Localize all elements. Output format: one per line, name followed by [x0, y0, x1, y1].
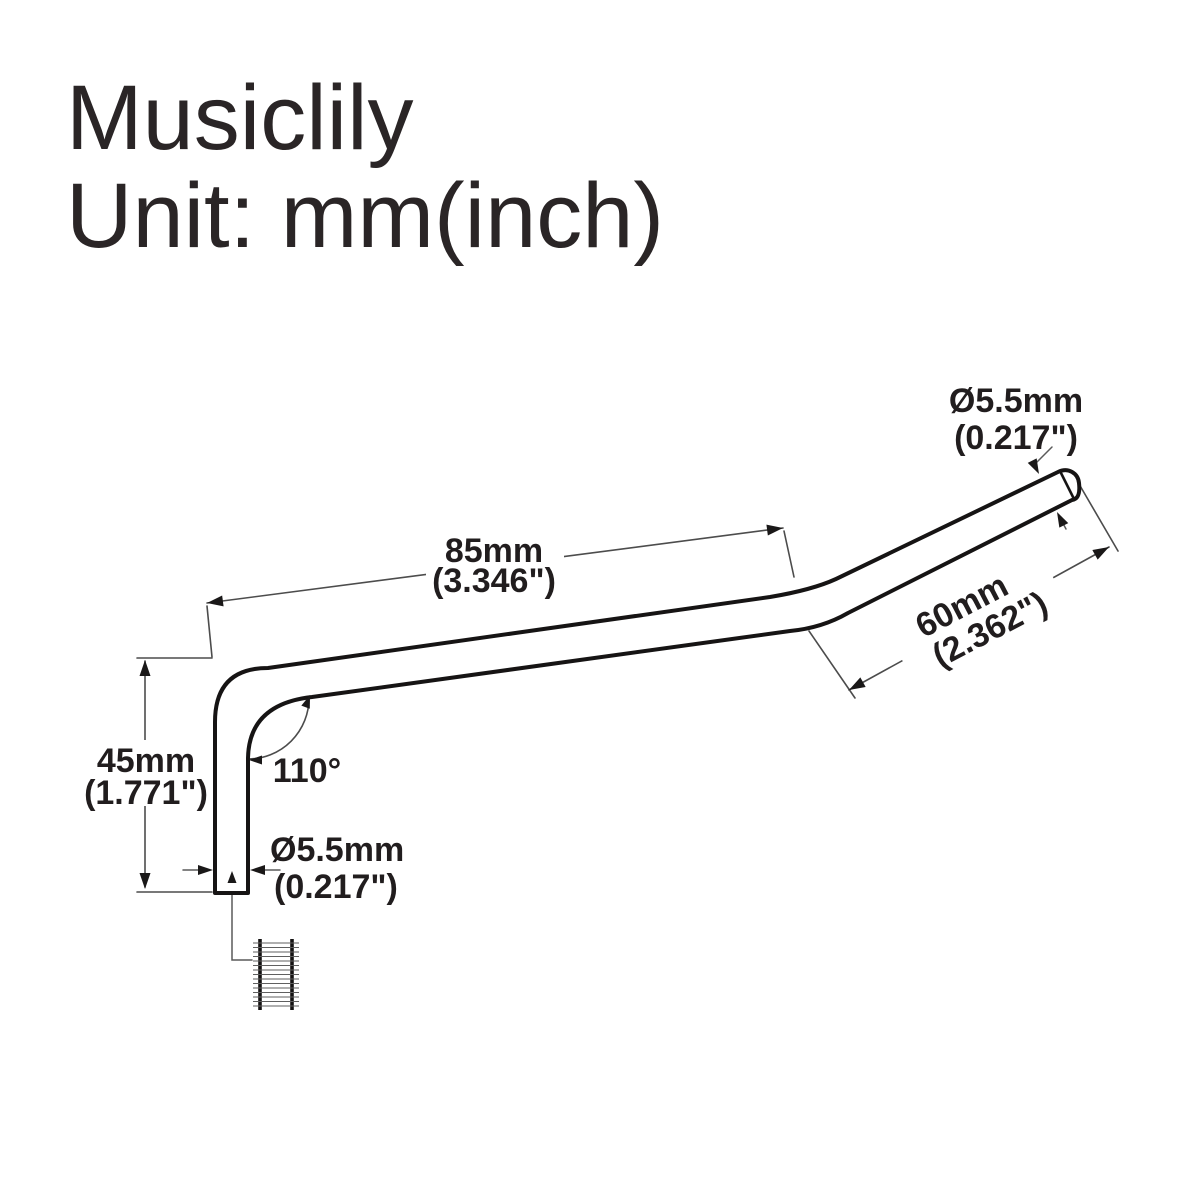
arrow-85-right — [766, 524, 783, 536]
unit-note: Unit: mm(inch) — [66, 165, 664, 267]
label-45mm-mm: 45mm — [97, 742, 195, 780]
label-dia-tip-inch: (0.217") — [954, 419, 1078, 457]
arrowheads — [139, 458, 1109, 889]
dim-60-ext-upper — [1078, 483, 1119, 552]
arm-outline — [213, 468, 1082, 895]
dimension-labels: 85mm (3.346") 60mm (2.362") 45mm (1.771"… — [84, 382, 1083, 906]
arrow-dia-bottom-left — [198, 865, 213, 875]
label-dia-tip: Ø5.5mm (0.217") — [949, 382, 1083, 457]
thread-leader — [231, 882, 253, 961]
label-85mm: 85mm (3.346") — [426, 532, 564, 600]
arrow-45-top — [139, 660, 151, 676]
thread-teeth — [253, 942, 299, 1007]
arrow-thread-leader — [227, 871, 237, 883]
label-85mm-bg — [426, 532, 564, 595]
arrow-dia-tip-top — [1027, 458, 1039, 474]
label-85mm-inch: (3.346") — [432, 562, 556, 600]
brand-title: Musiclily — [66, 67, 414, 169]
arrow-60-lower — [849, 677, 866, 690]
label-dia-tip-mm: Ø5.5mm — [949, 382, 1083, 420]
label-angle: 110° — [273, 752, 341, 790]
label-45mm-inch: (1.771") — [84, 774, 208, 812]
label-45mm: 45mm (1.771") — [84, 740, 208, 812]
dim-85-ext-right — [783, 530, 795, 578]
label-dia-bottom-inch: (0.217") — [274, 868, 398, 906]
label-dia-bottom-mm: Ø5.5mm — [270, 831, 404, 869]
arrow-arc-top — [301, 695, 310, 709]
arrow-arc-bottom — [249, 755, 262, 765]
tremolo-arm — [213, 468, 1082, 895]
arm-tip-cap-chord — [1058, 469, 1076, 501]
arrow-dia-bottom-right — [250, 865, 265, 875]
arrow-60-upper — [1092, 547, 1109, 560]
arrow-dia-tip-bottom — [1057, 512, 1069, 528]
label-dia-bottom: Ø5.5mm (0.217") — [270, 831, 404, 906]
label-85mm-mm: 85mm — [445, 532, 543, 570]
arrow-85-left — [207, 595, 224, 607]
label-60mm-bg — [883, 545, 1071, 691]
dimension-lines — [136, 446, 1119, 961]
label-60mm: 60mm (2.362") — [883, 545, 1071, 691]
header: Musiclily Unit: mm(inch) — [66, 67, 664, 267]
dim-85-ext-left — [206, 605, 213, 658]
label-45mm-bg — [90, 740, 204, 806]
dim-60-ext-lower — [808, 630, 856, 699]
thread-detail — [253, 939, 299, 1010]
dia-tip-leader — [1035, 446, 1053, 464]
arrow-45-bottom — [139, 873, 151, 889]
